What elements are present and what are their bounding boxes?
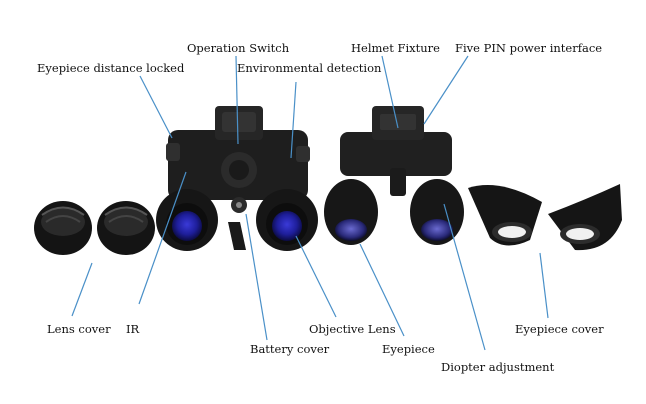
binocular-rear-view <box>324 106 464 245</box>
label-operation-switch: Operation Switch <box>187 41 290 55</box>
leader-lines <box>71 55 549 351</box>
leader-eyepiece <box>359 243 405 337</box>
leader-battery-cover <box>245 213 268 341</box>
label-diopter-adjustment: Diopter adjustment <box>441 360 555 374</box>
leader-eyepiece-cover <box>539 252 549 319</box>
leader-lens-cover <box>71 262 93 317</box>
leader-eyepiece-distance-locked <box>139 75 173 139</box>
label-eyepiece-cover: Eyepiece cover <box>515 322 604 336</box>
leader-operation-switch <box>235 55 239 145</box>
label-battery-cover: Battery cover <box>250 342 330 356</box>
leader-five-pin-power <box>423 55 469 125</box>
label-eyepiece-distance-locked: Eyepiece distance locked <box>37 61 185 75</box>
leader-helmet-fixture <box>381 55 399 129</box>
eyepiece-cover-left <box>468 185 542 246</box>
lens-cover-left <box>34 201 92 255</box>
eyepiece-cover-right <box>548 184 622 251</box>
leader-diopter-adjustment <box>443 203 486 351</box>
label-eyepiece: Eyepiece <box>382 342 435 356</box>
label-five-pin-power: Five PIN power interface <box>455 41 603 55</box>
leader-objective-lens <box>295 235 337 318</box>
label-ir: IR <box>126 322 140 336</box>
leader-ir <box>138 171 187 305</box>
label-lens-cover: Lens cover <box>47 322 111 336</box>
binocular-front-view <box>156 106 318 251</box>
lens-cover-right <box>97 201 155 255</box>
label-environmental-detection: Environmental detection <box>237 61 382 75</box>
label-objective-lens: Objective Lens <box>309 322 396 336</box>
label-helmet-fixture: Helmet Fixture <box>351 41 440 55</box>
leader-environmental-detection <box>290 81 297 159</box>
